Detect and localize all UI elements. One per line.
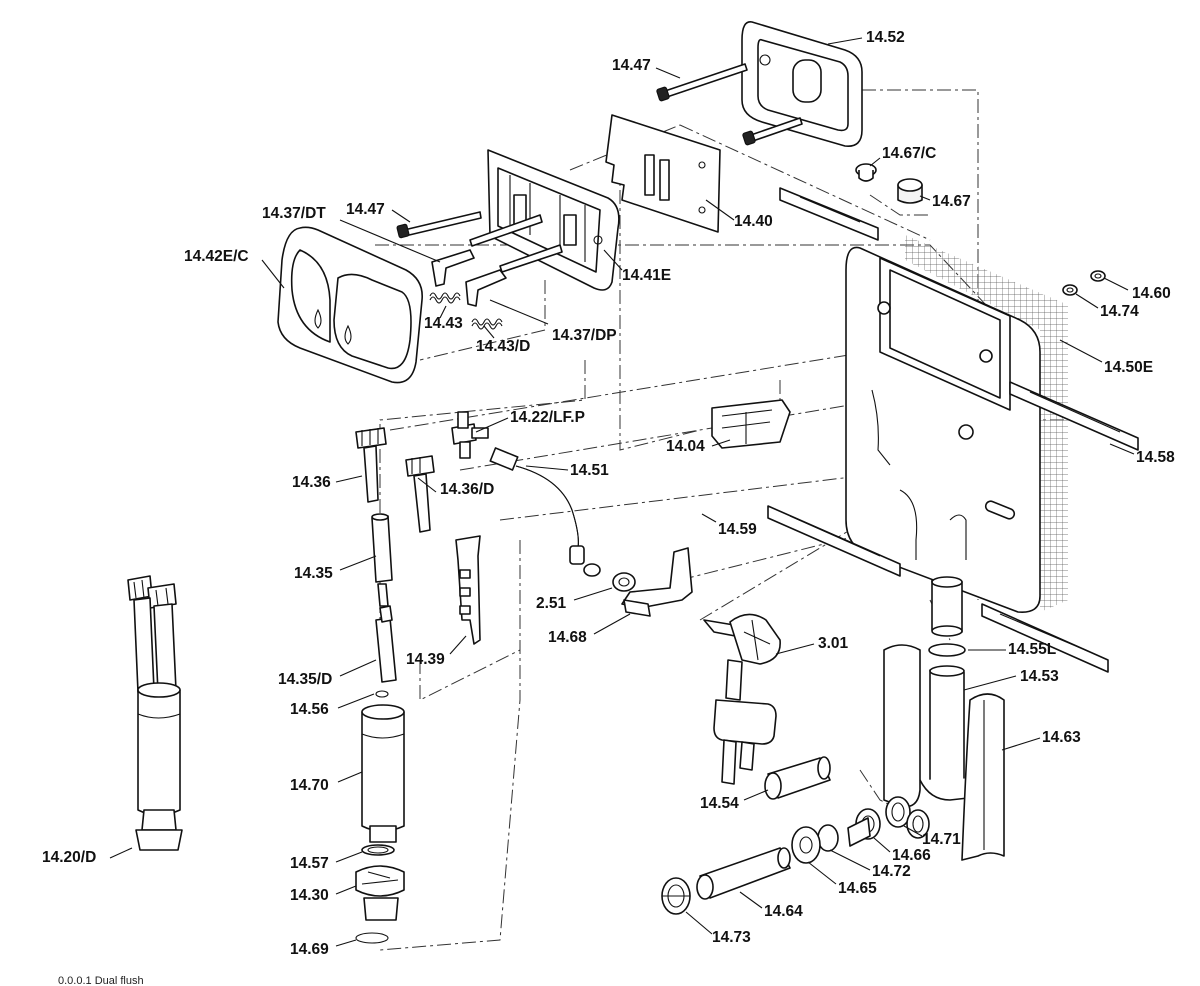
label-14-56: 14.56 bbox=[290, 701, 329, 718]
label-14-43: 14.43 bbox=[424, 315, 463, 332]
part-14-73-seal bbox=[661, 877, 691, 915]
part-14-64-pipe bbox=[696, 847, 791, 900]
label-14-65: 14.65 bbox=[838, 880, 877, 897]
part-14-58-straps bbox=[767, 187, 1139, 673]
part-14-36-actuators bbox=[355, 427, 435, 533]
part-labels: 14.52 14.47 14.67/C 14.67 14.37/DT 14.47… bbox=[42, 29, 1175, 986]
label-14-47-lower: 14.47 bbox=[346, 201, 385, 218]
part-14-63-cover-pipe bbox=[961, 693, 1005, 861]
part-14-68-bracket bbox=[621, 547, 693, 617]
part-14-22-connector bbox=[451, 411, 489, 459]
label-14-20d: 14.20/D bbox=[42, 849, 96, 866]
part-14-43-springs bbox=[429, 292, 503, 330]
part-14-39-bracket bbox=[455, 535, 481, 645]
label-14-41e: 14.41E bbox=[622, 267, 671, 284]
label-14-67c: 14.67/C bbox=[882, 145, 936, 162]
label-14-30: 14.30 bbox=[290, 887, 329, 904]
label-14-73: 14.73 bbox=[712, 929, 751, 946]
part-14-47-screw-lower bbox=[396, 211, 482, 239]
label-14-43d: 14.43/D bbox=[476, 338, 530, 355]
label-14-55l: 14.55L bbox=[1008, 641, 1056, 658]
part-3-01-fill-valve bbox=[703, 613, 781, 785]
label-14-74: 14.74 bbox=[1100, 303, 1139, 320]
label-14-64: 14.64 bbox=[764, 903, 803, 920]
label-14-39: 14.39 bbox=[406, 651, 445, 668]
label-14-63: 14.63 bbox=[1042, 729, 1081, 746]
part-14-50e-cistern bbox=[845, 235, 1068, 637]
label-14-58: 14.58 bbox=[1136, 449, 1175, 466]
label-14-52: 14.52 bbox=[866, 29, 905, 46]
part-14-40-mounting-plate bbox=[605, 114, 721, 233]
label-14-71: 14.71 bbox=[922, 831, 961, 848]
part-14-04-bracket bbox=[711, 399, 791, 449]
label-14-50e: 14.50E bbox=[1104, 359, 1153, 376]
label-14-35d: 14.35/D bbox=[278, 671, 332, 688]
label-14-60: 14.60 bbox=[1132, 285, 1171, 302]
label-14-70: 14.70 bbox=[290, 777, 329, 794]
leader-lines bbox=[109, 37, 1135, 947]
part-14-67-cap bbox=[855, 163, 923, 204]
part-14-52-cover-plate bbox=[741, 21, 863, 147]
part-14-70-valve-stack bbox=[355, 690, 405, 944]
label-14-69: 14.69 bbox=[290, 941, 329, 958]
part-14-20d-valve-assembly bbox=[127, 575, 183, 851]
label-3-01: 3.01 bbox=[818, 635, 849, 652]
label-14-37dt: 14.37/DT bbox=[262, 205, 326, 222]
part-14-35-rods bbox=[371, 513, 397, 683]
label-14-67: 14.67 bbox=[932, 193, 971, 210]
part-14-47-screw-upper bbox=[656, 63, 803, 146]
label-14-53: 14.53 bbox=[1020, 668, 1059, 685]
label-14-37dp: 14.37/DP bbox=[552, 327, 617, 344]
label-14-66: 14.66 bbox=[892, 847, 931, 864]
part-14-42ec-push-plate bbox=[277, 226, 423, 384]
footer-caption: 0.0.0.1 Dual flush bbox=[58, 975, 144, 986]
label-14-35: 14.35 bbox=[294, 565, 333, 582]
label-14-04: 14.04 bbox=[666, 438, 705, 455]
part-14-65-connector bbox=[791, 808, 881, 864]
part-2-51-nut bbox=[612, 572, 636, 592]
part-14-60-14-74-washers bbox=[1062, 270, 1106, 296]
label-14-40: 14.40 bbox=[734, 213, 773, 230]
label-14-36d: 14.36/D bbox=[440, 481, 494, 498]
part-14-37-levers bbox=[431, 214, 563, 307]
label-14-47-upper: 14.47 bbox=[612, 57, 651, 74]
part-14-71-14-66-seals bbox=[885, 796, 930, 839]
label-14-54: 14.54 bbox=[700, 795, 739, 812]
label-14-36: 14.36 bbox=[292, 474, 331, 491]
label-14-42ec: 14.42E/C bbox=[184, 248, 249, 265]
part-14-51-hose bbox=[489, 447, 601, 577]
label-14-51: 14.51 bbox=[570, 462, 609, 479]
label-14-72: 14.72 bbox=[872, 863, 911, 880]
label-14-57: 14.57 bbox=[290, 855, 329, 872]
label-14-59: 14.59 bbox=[718, 521, 757, 538]
label-14-68: 14.68 bbox=[548, 629, 587, 646]
part-14-54-reducer bbox=[764, 756, 831, 800]
label-2-51: 2.51 bbox=[536, 595, 567, 612]
label-14-22lfp: 14.22/LF.P bbox=[510, 409, 585, 426]
